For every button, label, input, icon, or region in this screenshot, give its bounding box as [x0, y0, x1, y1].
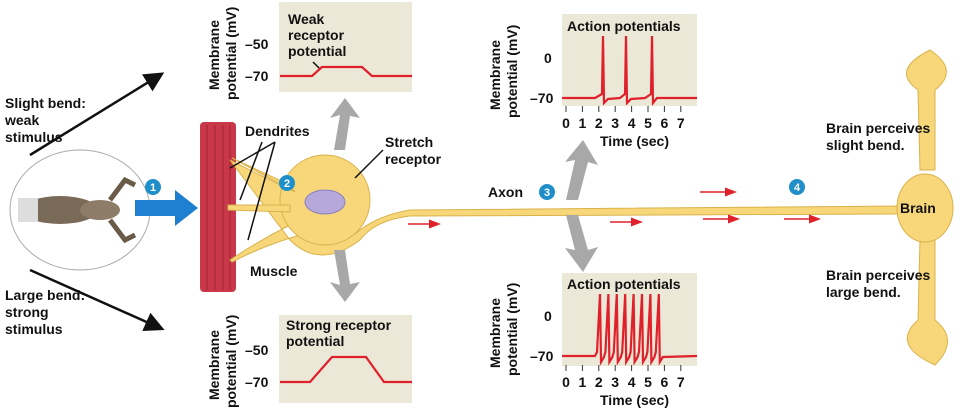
perceive-large-label: Brain perceives: [826, 267, 930, 283]
svg-text:potential (mV): potential (mV): [504, 283, 520, 376]
stimulus-arrow: [135, 190, 198, 226]
x-tick-label: 1: [579, 374, 587, 390]
svg-text:Slight bend:: Slight bend:: [5, 95, 86, 111]
svg-text:0: 0: [544, 308, 552, 324]
x-tick-label: 3: [611, 115, 619, 131]
brain-label: Brain: [900, 200, 936, 216]
svg-text:large bend.: large bend.: [826, 284, 901, 300]
signal-arrows: [408, 187, 821, 229]
svg-text:–70: –70: [530, 348, 554, 364]
strong-receptor-graph: Membrane potential (mV) –50 –70 Strong r…: [206, 315, 412, 408]
svg-text:Strong receptor: Strong receptor: [286, 317, 392, 333]
x-tick-label: 0: [562, 374, 570, 390]
strong-arrow: [29, 268, 165, 332]
svg-text:potential: potential: [286, 333, 344, 349]
brain: [896, 49, 954, 366]
stretch-receptor-label: Stretch: [385, 134, 433, 150]
x-tick-label: 5: [644, 115, 652, 131]
step-2-badge: [279, 175, 295, 191]
svg-text:Membrane: Membrane: [487, 40, 503, 110]
x-tick-label: 2: [595, 374, 603, 390]
svg-text:weak: weak: [4, 112, 39, 128]
x-tick-label: 3: [611, 374, 619, 390]
dendrites-label: Dendrites: [245, 123, 310, 139]
muscle-label: Muscle: [250, 263, 298, 279]
svg-text:Weak: Weak: [288, 11, 325, 27]
svg-text:Large bend:: Large bend:: [5, 287, 85, 303]
svg-text:Membrane: Membrane: [206, 20, 222, 90]
action-potentials-bottom-graph: Membrane potential (mV) 0 –70 Action pot…: [487, 273, 698, 408]
svg-text:Membrane: Membrane: [206, 330, 222, 400]
step-1-badge: [145, 179, 161, 195]
action-potentials-top-graph: Membrane potential (mV) 0 –70 Action pot…: [487, 14, 697, 149]
x-tick-label: 5: [644, 374, 652, 390]
crayfish-illustration: [9, 149, 151, 271]
svg-text:potential (mV): potential (mV): [504, 25, 520, 118]
svg-text:–50: –50: [245, 342, 269, 358]
svg-text:Action potentials: Action potentials: [567, 18, 681, 34]
svg-text:Action potentials: Action potentials: [567, 276, 681, 292]
svg-text:potential (mV): potential (mV): [223, 7, 239, 100]
x-tick-label: 7: [677, 115, 685, 131]
muscle: [200, 122, 236, 292]
svg-text:receptor: receptor: [385, 151, 442, 167]
svg-text:1: 1: [150, 182, 156, 194]
x-tick-label: 4: [628, 115, 636, 131]
svg-text:0: 0: [544, 50, 552, 66]
svg-text:3: 3: [544, 187, 550, 199]
svg-text:strong: strong: [5, 304, 49, 320]
svg-text:Membrane: Membrane: [487, 298, 503, 368]
x-tick-label: 2: [595, 115, 603, 131]
perceive-slight-label: Brain perceives: [826, 120, 930, 136]
svg-text:2: 2: [284, 178, 290, 190]
svg-text:potential (mV): potential (mV): [223, 315, 239, 408]
svg-text:–70: –70: [245, 68, 269, 84]
x-tick-label: 6: [661, 374, 669, 390]
svg-text:potential: potential: [288, 43, 346, 59]
x-tick-label: 1: [579, 115, 587, 131]
svg-text:–70: –70: [530, 90, 554, 106]
weak-receptor-graph: Membrane potential (mV) –50 –70 Weak rec…: [206, 2, 412, 100]
x-tick-label: 4: [628, 374, 636, 390]
svg-text:Time (sec): Time (sec): [600, 133, 669, 149]
svg-text:slight bend.: slight bend.: [826, 137, 905, 153]
svg-text:–50: –50: [245, 36, 269, 52]
x-tick-label: 7: [677, 374, 685, 390]
weak-arrow: [29, 72, 165, 157]
svg-text:–70: –70: [245, 374, 269, 390]
step-3-badge: [539, 184, 555, 200]
x-tick-label: 0: [562, 115, 570, 131]
axon-label: Axon: [488, 184, 523, 200]
weak-stimulus-label: Slight bend: weak stimulus: [4, 95, 86, 145]
svg-text:Time (sec): Time (sec): [600, 392, 669, 408]
svg-text:stimulus: stimulus: [5, 129, 63, 145]
gray-arrows: [330, 98, 598, 302]
svg-text:stimulus: stimulus: [5, 321, 63, 337]
svg-text:receptor: receptor: [288, 27, 345, 43]
strong-stimulus-label: Large bend: strong stimulus: [5, 287, 85, 337]
nucleus: [304, 189, 346, 215]
step-4-badge: [789, 179, 805, 195]
x-tick-label: 6: [661, 115, 669, 131]
svg-text:4: 4: [794, 182, 801, 194]
